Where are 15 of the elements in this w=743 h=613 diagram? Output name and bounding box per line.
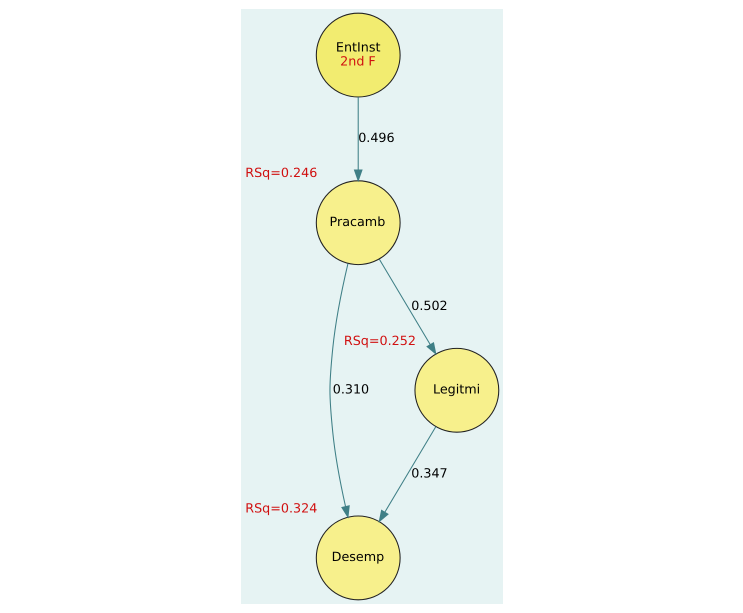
node-circle: EntInst 2nd F — [315, 12, 400, 98]
arrow — [378, 426, 436, 523]
node-label: RSq=0.252 — [343, 332, 416, 348]
edge-label: 0.496 — [358, 130, 394, 146]
node-label: RSq=0.246 — [244, 165, 317, 180]
edge-label: 0.310 — [332, 382, 369, 397]
edge-label: 0.347 — [410, 465, 448, 480]
edge-label: 0.502 — [410, 298, 448, 313]
node-circle: Pracamb — [315, 180, 400, 266]
node-label: RSq=0.324 — [244, 500, 317, 516]
arrow — [378, 259, 436, 356]
arrow — [328, 263, 350, 519]
node-circle: Desemp — [315, 515, 400, 600]
arrow — [353, 97, 362, 182]
node-circle: Legitmi — [414, 348, 499, 433]
